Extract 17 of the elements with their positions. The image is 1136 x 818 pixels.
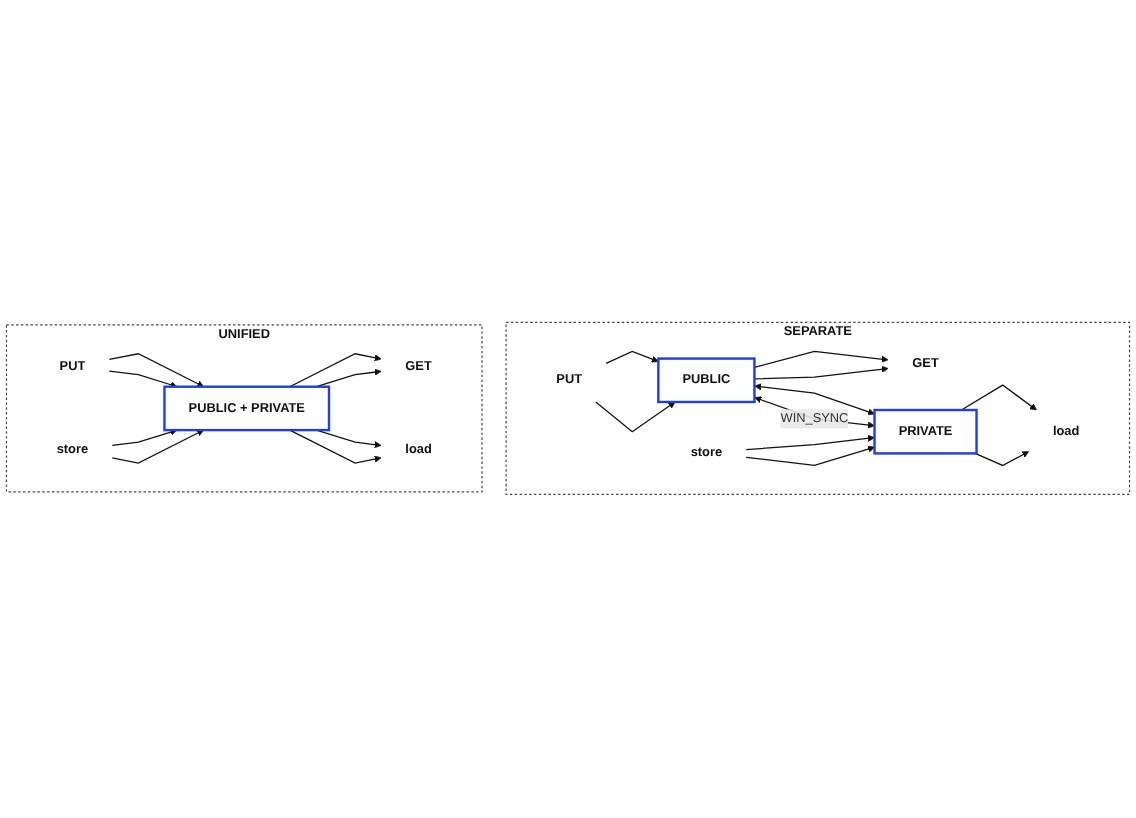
arrow bbox=[108, 353, 204, 388]
arrow bbox=[745, 435, 875, 451]
arrow bbox=[315, 369, 382, 388]
arrow bbox=[111, 430, 204, 465]
arrow bbox=[595, 401, 676, 434]
arrow bbox=[754, 396, 875, 430]
arrow bbox=[289, 353, 382, 388]
arrow bbox=[753, 366, 889, 381]
arrow bbox=[753, 351, 889, 369]
arrow bbox=[754, 383, 875, 416]
arrow bbox=[745, 446, 875, 467]
arrow bbox=[289, 430, 382, 465]
arrow bbox=[960, 384, 1037, 412]
arrow bbox=[974, 451, 1030, 467]
arrow bbox=[605, 351, 659, 365]
arrow bbox=[111, 429, 178, 447]
arrow bbox=[108, 371, 178, 389]
